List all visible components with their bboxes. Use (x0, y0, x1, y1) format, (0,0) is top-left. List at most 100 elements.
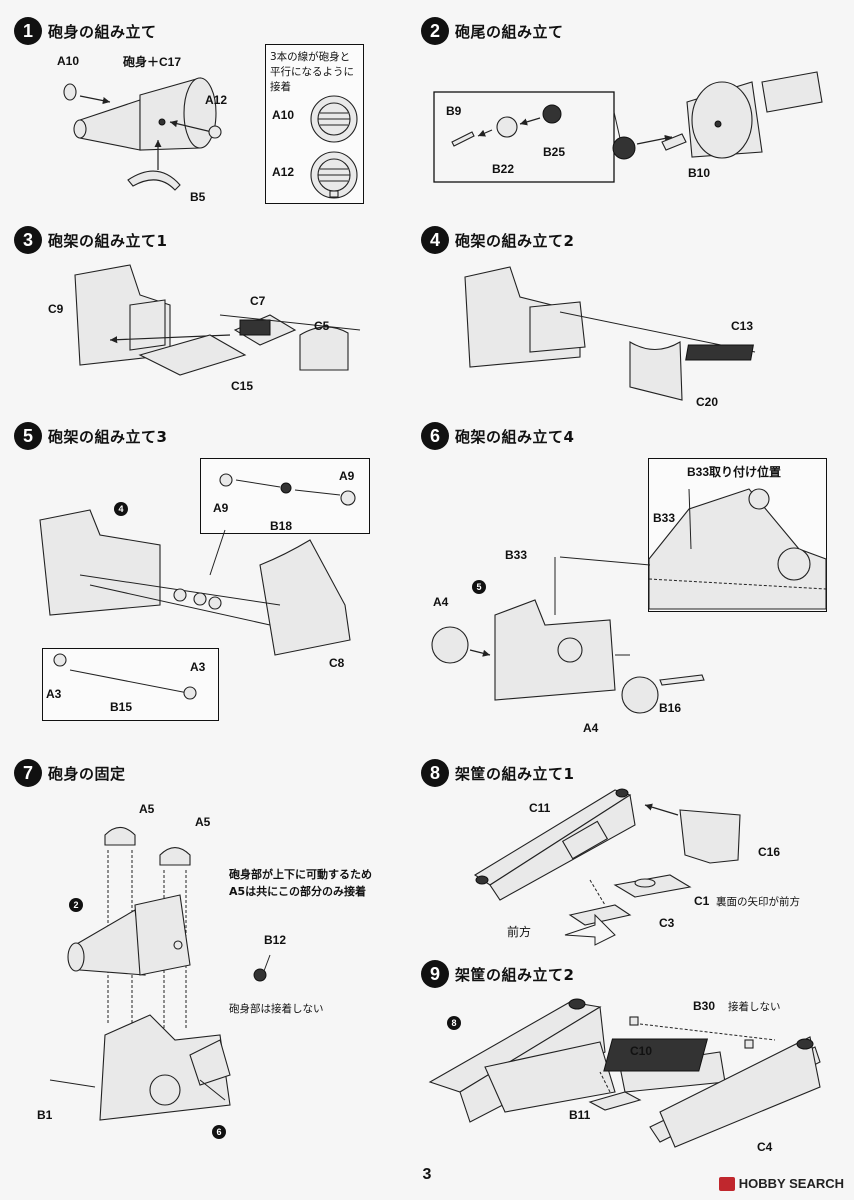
label-c8: C8 (329, 656, 345, 670)
callout-text-1: 3本の線が砲身と (270, 51, 351, 63)
callout-title: B33取り付け位置 (687, 465, 782, 479)
step-number: 7 (14, 759, 42, 787)
step-number: 4 (421, 226, 449, 254)
step-1-header: 1 砲身の組み立て (14, 17, 157, 45)
label-barrel-c17: 砲身＋C17 (123, 55, 182, 69)
page-number: 3 (422, 1166, 432, 1183)
label-c3: C3 (659, 916, 675, 930)
label-a9-left: A9 (213, 501, 229, 515)
watermark-text: HOBBY SEARCH (738, 1176, 844, 1191)
label-b9: B9 (446, 104, 462, 118)
step-title: 砲架の組み立て1 (48, 231, 168, 250)
label-c10: C10 (630, 1044, 653, 1058)
callout-label-a10: A10 (272, 108, 295, 122)
label-a5-right: A5 (195, 815, 211, 829)
label-a9-right: A9 (339, 469, 355, 483)
breech-drawing (433, 71, 823, 183)
note-glue-only: A5は共にこの部分のみ接着 (229, 885, 366, 898)
label-front: 前方 (507, 925, 532, 939)
step-number: 1 (14, 17, 42, 45)
ref-step-5-badge: 5 (472, 580, 486, 594)
step-6-callout: B33取り付け位置 B33 (648, 458, 827, 612)
label-b15: B15 (110, 700, 133, 714)
label-c4: C4 (757, 1140, 773, 1154)
label-c5: C5 (314, 319, 330, 333)
step-number: 3 (14, 226, 42, 254)
callout-text-2: 平行になるように (270, 66, 354, 78)
step-title: 砲身の組み立て (48, 22, 157, 41)
label-a5-left: A5 (139, 802, 155, 816)
callout-detail-drawing (310, 95, 358, 199)
label-b16: B16 (659, 701, 682, 715)
frame-1-drawing (473, 788, 741, 946)
note-movable: 砲身部が上下に可動するため (229, 868, 372, 881)
step-number: 9 (421, 960, 449, 988)
step-number: 6 (421, 422, 449, 450)
label-a12: A12 (205, 93, 228, 107)
label-b22: B22 (492, 162, 515, 176)
carriage-1-drawing (74, 264, 361, 376)
label-a3-right: A3 (190, 660, 206, 674)
ref-step-8-badge: 8 (447, 1016, 461, 1030)
label-c1: C1 (694, 894, 710, 908)
step-3-header: 3 砲架の組み立て1 (14, 226, 167, 254)
label-a4-left: A4 (433, 595, 449, 609)
step-title: 砲架の組み立て2 (455, 231, 575, 250)
step-2-header: 2 砲尾の組み立て (421, 17, 564, 45)
label-b30: B30 (693, 999, 716, 1013)
label-b5: B5 (190, 190, 206, 204)
hobby-search-logo-icon (718, 1176, 735, 1191)
note-c1-front-arrow: 裏面の矢印が前方 (716, 896, 800, 908)
step-title: 架筐の組み立て2 (455, 965, 575, 984)
frame-2-drawing (428, 998, 821, 1148)
label-b11: B11 (569, 1108, 591, 1122)
label-b12: B12 (264, 933, 287, 947)
ref-step-6-badge: 6 (212, 1125, 226, 1139)
label-b33: B33 (505, 548, 528, 562)
step-6-header: 6 砲架の組み立て4 (421, 422, 574, 450)
label-a10: A10 (57, 54, 80, 68)
label-b1: B1 (37, 1108, 53, 1122)
callout-text-3: 接着 (270, 81, 291, 93)
watermark: HOBBY SEARCH (718, 1176, 844, 1191)
ref-step-4-badge: 4 (114, 502, 128, 516)
step-9-header: 9 架筐の組み立て2 (421, 960, 574, 988)
callout-label-b33: B33 (653, 511, 676, 525)
note-do-not-glue-barrel: 砲身部は接着しない (229, 1003, 324, 1015)
label-a4-right: A4 (583, 721, 599, 735)
step-number: 5 (14, 422, 42, 450)
label-c20: C20 (696, 395, 719, 409)
ref-step-2-badge: 2 (69, 898, 83, 912)
label-c15: C15 (231, 379, 254, 393)
label-a3-left: A3 (46, 687, 62, 701)
step-title: 架筐の組み立て1 (455, 764, 575, 783)
step-4-header: 4 砲架の組み立て2 (421, 226, 574, 254)
step-number: 2 (421, 17, 449, 45)
callout-label-a12: A12 (272, 165, 295, 179)
step-title: 砲架の組み立て4 (455, 427, 575, 446)
carriage-2-drawing (464, 266, 756, 401)
step-8-header: 8 架筐の組み立て1 (421, 759, 574, 787)
carriage-4-drawing (431, 556, 705, 714)
carriage-3-drawing (39, 473, 356, 700)
label-c9: C9 (48, 302, 64, 316)
step-title: 砲尾の組み立て (455, 22, 564, 41)
step-1-callout: 3本の線が砲身と 平行になるように 接着 A10 A12 (265, 44, 364, 204)
label-c11: C11 (529, 801, 551, 815)
label-c13: C13 (731, 319, 754, 333)
label-c7: C7 (250, 294, 266, 308)
step-7-header: 7 砲身の固定 (14, 759, 126, 787)
label-b18: B18 (270, 519, 293, 533)
label-c16: C16 (758, 845, 781, 859)
note-b30-no-glue: 接着しない (728, 1001, 781, 1013)
barrel-drawing (63, 77, 222, 191)
label-b25: B25 (543, 145, 566, 159)
step-5-callout-bottom (42, 648, 219, 721)
step-title: 砲身の固定 (48, 764, 126, 783)
step-number: 8 (421, 759, 449, 787)
label-b10: B10 (688, 166, 711, 180)
step-title: 砲架の組み立て3 (48, 427, 168, 446)
barrel-fixing-drawing (49, 826, 271, 1121)
step-5-header: 5 砲架の組み立て3 (14, 422, 167, 450)
callout-b33-drawing (648, 488, 827, 610)
